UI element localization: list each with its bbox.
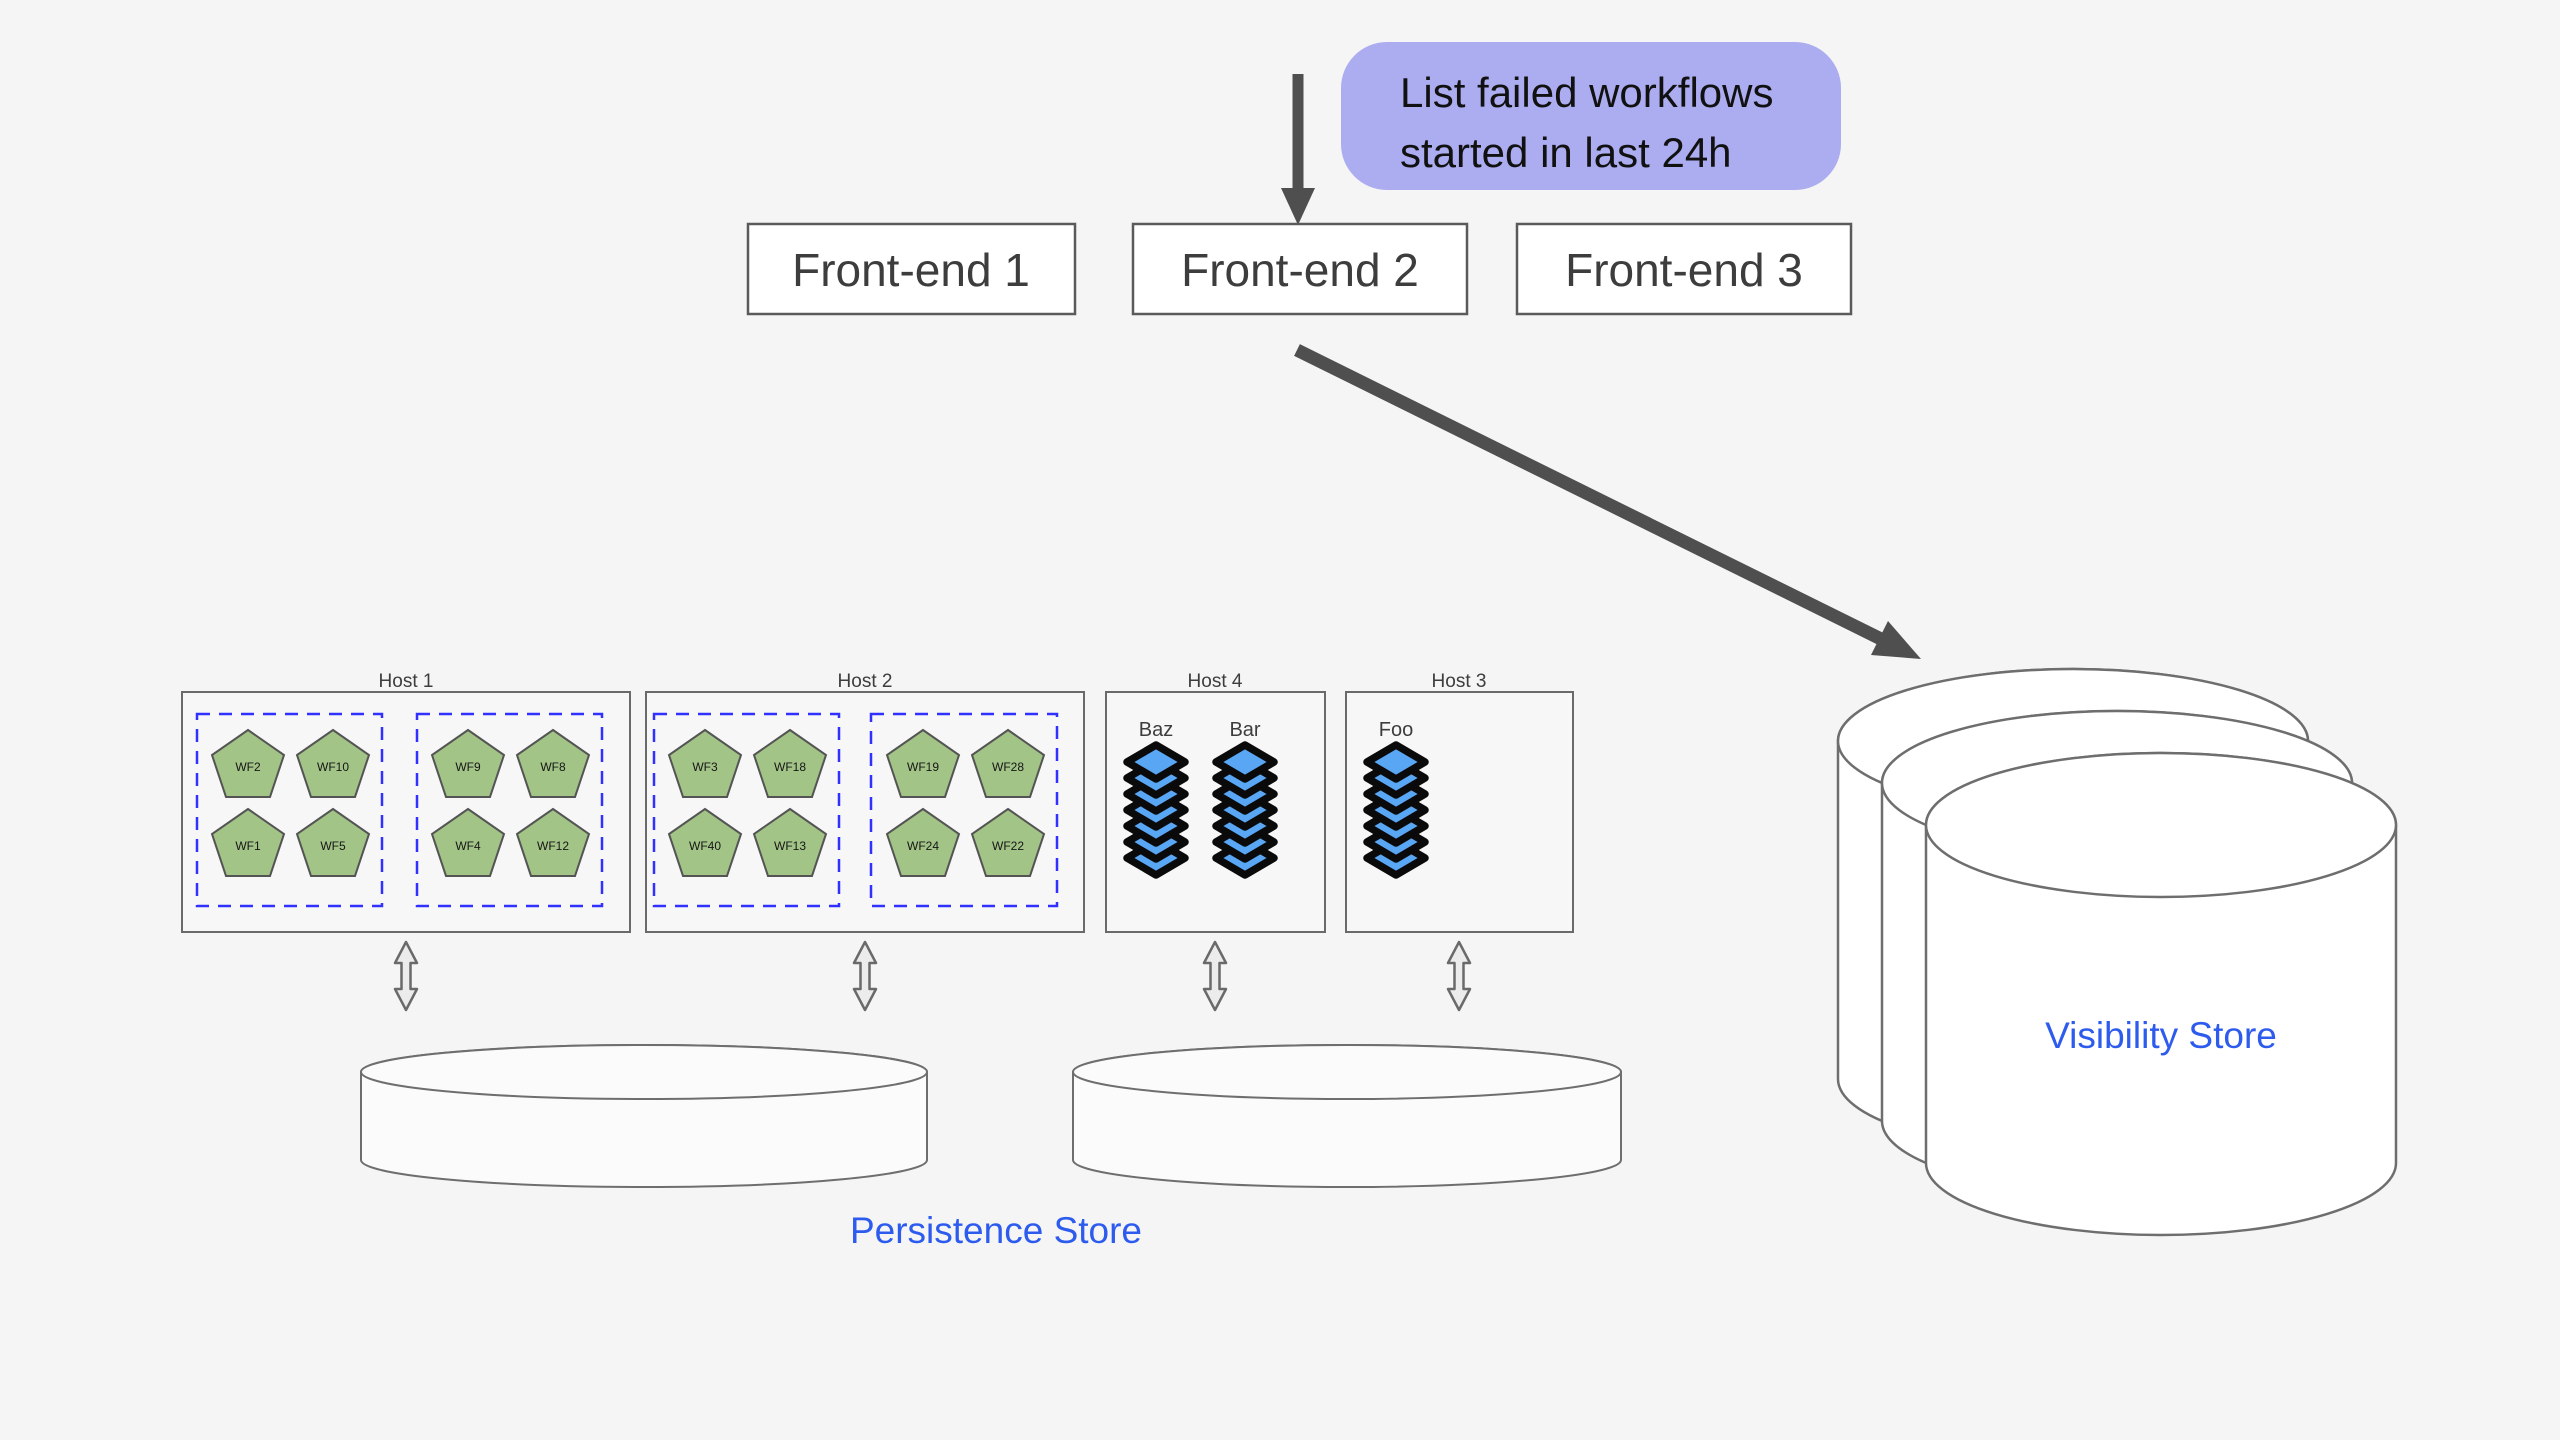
workflow-label: WF18 (774, 760, 806, 774)
hosts-row: Host 1 Host 2 Host 4 Host 3 (181, 671, 1574, 933)
frontend-1-label: Front-end 1 (792, 244, 1030, 296)
queue-bar-label: Bar (1229, 719, 1260, 741)
frontend-1-box (746, 222, 1077, 316)
query-arrow (1294, 344, 1921, 659)
sync-arrow-icon (852, 940, 878, 1012)
workflow-label: WF2 (235, 760, 261, 774)
queue-stack-icon (1127, 745, 1185, 875)
queue-stack-icon (1367, 745, 1425, 875)
workflow-label: WF3 (692, 760, 718, 774)
workflow-pentagon: WF8 (516, 729, 590, 798)
workflow-pentagon: WF13 (753, 808, 827, 877)
host-2-box (645, 691, 1085, 933)
sync-arrow-icon (1446, 940, 1472, 1012)
visibility-store-label: Visibility Store (2045, 1015, 2277, 1056)
workflow-label: WF22 (992, 839, 1024, 853)
persistence-cylinder-2-top (1072, 1044, 1622, 1100)
host-1-workflows: WF2 WF10 WF1 WF5 WF9 WF8 WF4 WF12 (211, 729, 590, 877)
host-1-title: Host 1 (379, 671, 434, 692)
frontend-2-label: Front-end 2 (1181, 244, 1419, 296)
workflow-pentagon: WF28 (971, 729, 1045, 798)
workflow-pentagon: WF4 (431, 808, 505, 877)
host-2-workflows: WF3 WF18 WF40 WF13 WF19 WF28 WF24 WF22 (668, 729, 1045, 877)
workflow-pentagon: WF24 (886, 808, 960, 877)
host-2-group-1-box (652, 712, 841, 908)
workflow-pentagon: WF40 (668, 808, 742, 877)
callout-text-line2: started in last 24h (1400, 129, 1732, 176)
workflow-label: WF8 (540, 760, 566, 774)
frontend-3-label: Front-end 3 (1565, 244, 1803, 296)
host-1-group-1-box (195, 712, 384, 908)
sync-arrow-icon (393, 940, 419, 1012)
workflow-pentagon: WF1 (211, 808, 285, 877)
workflow-pentagon: WF18 (753, 729, 827, 798)
persistence-cylinder-1-top (360, 1044, 928, 1100)
host-1-group-2-box (415, 712, 604, 908)
workflow-pentagon: WF2 (211, 729, 285, 798)
queue-baz-label: Baz (1139, 719, 1173, 741)
frontend-3-box (1515, 222, 1853, 316)
host-3-title: Host 3 (1432, 671, 1487, 692)
workflow-pentagon: WF9 (431, 729, 505, 798)
callout: List failed workflows started in last 24… (1341, 42, 1841, 190)
workflow-label: WF40 (689, 839, 721, 853)
workflow-pentagon: WF5 (296, 808, 370, 877)
host-2-group-2-box (869, 712, 1059, 908)
persistence-store: Persistence Store (360, 1044, 1622, 1251)
queue-stacks: Baz Bar Foo (1127, 719, 1425, 875)
workflow-label: WF9 (455, 760, 481, 774)
workflow-label: WF24 (907, 839, 939, 853)
callout-text-line1: List failed workflows (1400, 69, 1773, 116)
callout-arrow (1281, 74, 1315, 225)
workflow-pentagon: WF12 (516, 808, 590, 877)
host-4-title: Host 4 (1188, 671, 1243, 692)
workflow-pentagon: WF19 (886, 729, 960, 798)
persistence-store-label: Persistence Store (850, 1210, 1142, 1251)
frontend-2-box (1131, 222, 1469, 316)
frontend-row: Front-end 1 Front-end 2 Front-end 3 (746, 222, 1853, 316)
workflow-pentagon: WF10 (296, 729, 370, 798)
workflow-label: WF12 (537, 839, 569, 853)
workflow-label: WF28 (992, 760, 1024, 774)
callout-bubble (1341, 42, 1841, 190)
queue-foo-label: Foo (1379, 719, 1413, 741)
workflow-label: WF1 (235, 839, 261, 853)
workflow-pentagon: WF3 (668, 729, 742, 798)
sync-arrows (393, 940, 1472, 1012)
workflow-pentagon: WF22 (971, 808, 1045, 877)
visibility-cylinder-front-top (1924, 751, 2398, 899)
host-2-title: Host 2 (838, 671, 893, 692)
queue-stack-icon (1216, 745, 1274, 875)
workflow-label: WF4 (455, 839, 481, 853)
workflow-label: WF10 (317, 760, 349, 774)
sync-arrow-icon (1202, 940, 1228, 1012)
workflow-label: WF19 (907, 760, 939, 774)
workflow-label: WF13 (774, 839, 806, 853)
workflow-label: WF5 (320, 839, 346, 853)
visibility-store: Visibility Store (1836, 667, 2398, 1237)
